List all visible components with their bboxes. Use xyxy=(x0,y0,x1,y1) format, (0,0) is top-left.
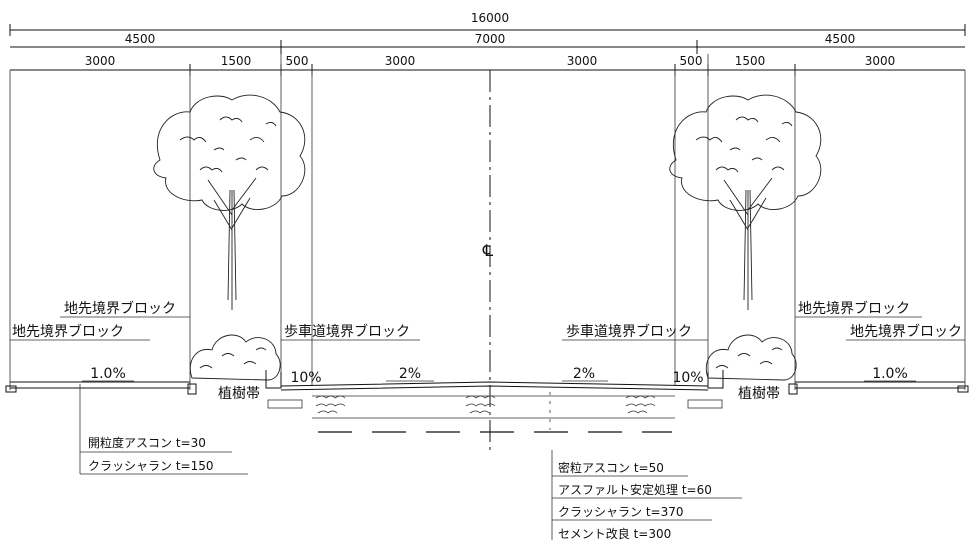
curb-base-left xyxy=(267,399,303,409)
dim-right-lane: 3000 xyxy=(567,54,598,68)
boundary-block-left-outer xyxy=(5,385,17,393)
component-labels: 地先境界ブロック 地先境界ブロック 歩車道境界ブロック 歩車道境界ブロック 地先… xyxy=(10,300,965,402)
dim-left-lane: 3000 xyxy=(385,54,416,68)
tree-left xyxy=(153,94,306,381)
slope-left-shoulder: 10% xyxy=(290,370,321,386)
roadway-layer-3: クラッシャラン t=370 xyxy=(558,505,683,519)
sidewalk-layer-1: 開粒度アスコン t=30 xyxy=(88,435,206,450)
dim-right-planting: 1500 xyxy=(735,54,766,68)
label-left-curb: 歩車道境界ブロック xyxy=(284,323,410,340)
dim-left-planting: 1500 xyxy=(221,54,252,68)
label-right-planting-strip: 植樹帯 xyxy=(738,386,780,402)
slope-left-lane: 2% xyxy=(399,366,421,382)
slope-right-shoulder: 10% xyxy=(672,370,703,386)
dim-left-margin: 500 xyxy=(286,54,309,68)
tree-right xyxy=(669,94,822,381)
sidewalk-layer-2: クラッシャラン t=150 xyxy=(88,459,213,473)
dim-total: 16000 xyxy=(471,11,509,25)
roadway-pavement-notes: 密粒アスコン t=50 アスファルト安定処理 t=60 クラッシャラン t=37… xyxy=(551,450,742,541)
road-surface xyxy=(5,370,969,433)
label-left-boundary-upper: 地先境界ブロック xyxy=(64,300,176,317)
dim-right-sidewalk: 4500 xyxy=(825,32,856,46)
label-right-curb: 歩車道境界ブロック xyxy=(566,323,692,340)
dim-left-walk: 3000 xyxy=(85,54,116,68)
curb-base-right xyxy=(687,399,723,409)
roadway-layer-4: セメント改良 t=300 xyxy=(558,526,671,541)
dim-left-sidewalk: 4500 xyxy=(125,32,156,46)
roadway-layer-1: 密粒アスコン t=50 xyxy=(558,460,664,475)
boundary-block-left-inner xyxy=(187,383,197,395)
label-left-planting-strip: 植樹帯 xyxy=(218,386,260,402)
label-left-boundary-lower: 地先境界ブロック xyxy=(12,323,124,340)
boundary-block-right-outer xyxy=(957,385,969,393)
label-right-boundary-lower: 地先境界ブロック xyxy=(850,323,962,340)
label-right-boundary-upper: 地先境界ブロック xyxy=(798,300,910,317)
centerline: ℄ xyxy=(482,70,494,450)
dim-right-walk: 3000 xyxy=(865,54,896,68)
sidewalk-pavement-notes: 開粒度アスコン t=30 クラッシャラン t=150 xyxy=(79,384,248,475)
slope-labels: 1.0% 10% 2% 2% 10% 1.0% xyxy=(82,366,916,386)
boundary-block-right-inner xyxy=(788,383,798,395)
slope-left-sidewalk: 1.0% xyxy=(90,366,126,382)
centerline-symbol: ℄ xyxy=(482,241,494,260)
roadway-layer-2: アスファルト安定処理 t=60 xyxy=(558,482,712,497)
dimension-lines: 16000 4500 7000 4500 3000 1500 500 3000 … xyxy=(9,11,966,390)
dim-roadway: 7000 xyxy=(475,32,506,46)
slope-right-lane: 2% xyxy=(573,366,595,382)
slope-right-sidewalk: 1.0% xyxy=(872,366,908,382)
dim-right-margin: 500 xyxy=(680,54,703,68)
